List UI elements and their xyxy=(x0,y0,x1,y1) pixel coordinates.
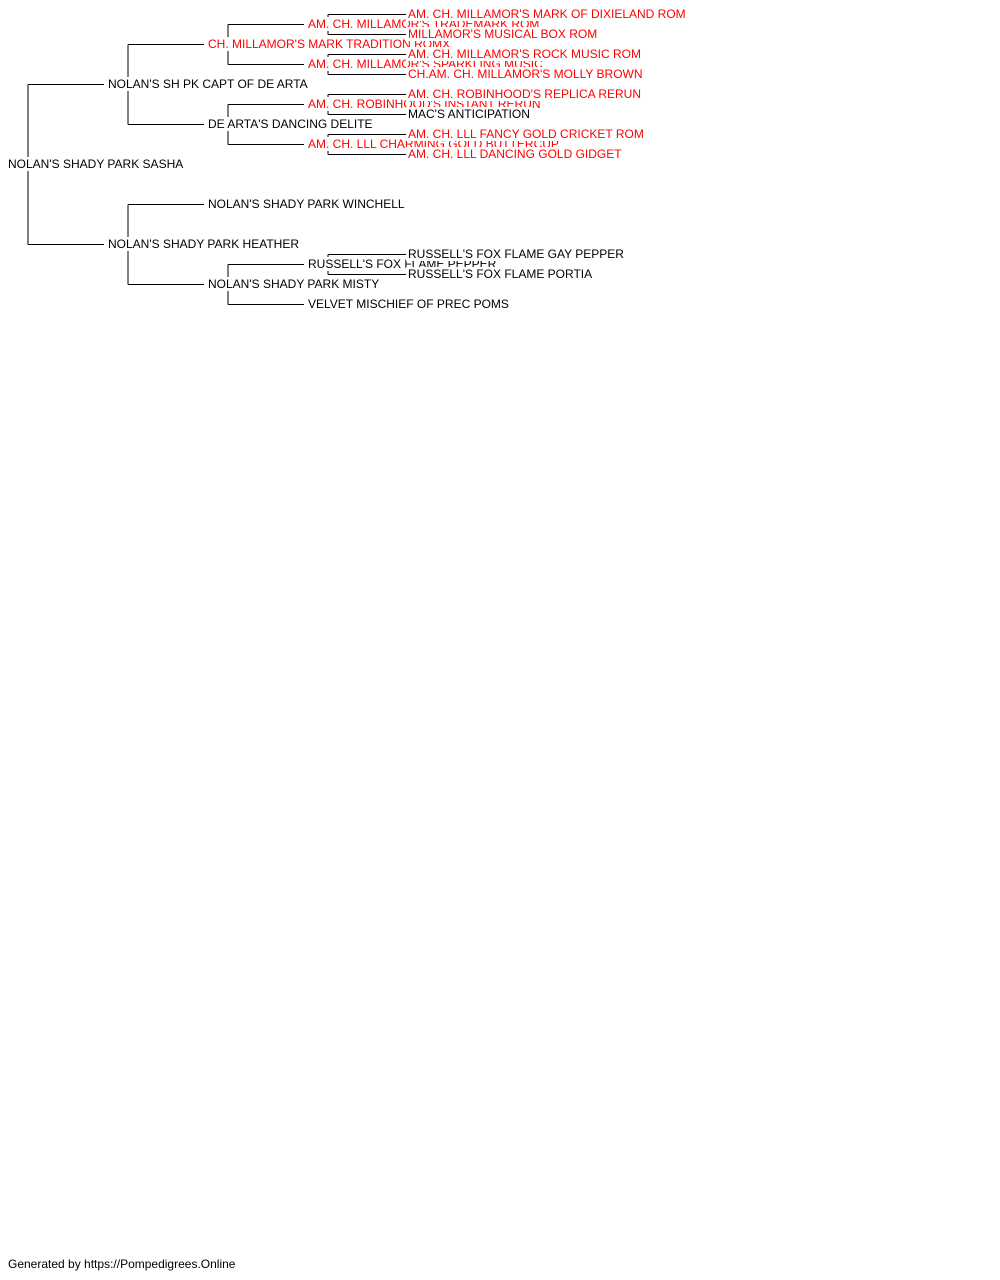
dog-name-gen4-sire-sire-sire-dam: MILLAMOR'S MUSICAL BOX ROM xyxy=(406,27,600,41)
dog-name-gen2-dam-dam: NOLAN'S SHADY PARK MISTY xyxy=(206,277,382,291)
dog-name-gen2-sire-dam: DE ARTA'S DANCING DELITE xyxy=(206,117,375,131)
dog-name-gen2-sire-sire: CH. MILLAMOR'S MARK TRADITION ROMX xyxy=(206,37,453,51)
dog-name-gen4-sire-dam-dam-sire: AM. CH. LLL FANCY GOLD CRICKET ROM xyxy=(406,127,646,141)
dog-name-gen4-dam-dam-sire-dam: RUSSELL'S FOX FLAME PORTIA xyxy=(406,267,595,281)
dog-name-gen4-sire-dam-sire-dam: MAC'S ANTICIPATION xyxy=(406,107,532,121)
dog-name-gen4-sire-sire-sire-sire: AM. CH. MILLAMOR'S MARK OF DIXIELAND ROM xyxy=(406,7,688,21)
generator-credit: Generated by https://Pompedigrees.Online xyxy=(8,1257,236,1271)
dog-name-gen1-sire: NOLAN'S SH PK CAPT OF DE ARTA xyxy=(106,77,310,91)
dog-name-gen3-dam-dam-dam: VELVET MISCHIEF OF PREC POMS xyxy=(306,297,511,311)
dog-name-gen0: NOLAN'S SHADY PARK SASHA xyxy=(6,157,186,171)
dog-name-gen4-dam-dam-sire-sire: RUSSELL'S FOX FLAME GAY PEPPER xyxy=(406,247,626,261)
dog-name-gen1-dam: NOLAN'S SHADY PARK HEATHER xyxy=(106,237,302,251)
dog-name-gen4-sire-dam-sire-sire: AM. CH. ROBINHOOD'S REPLICA RERUN xyxy=(406,87,643,101)
dog-name-gen2-dam-sire: NOLAN'S SHADY PARK WINCHELL xyxy=(206,197,407,211)
dog-name-gen4-sire-sire-dam-sire: AM. CH. MILLAMOR'S ROCK MUSIC ROM xyxy=(406,47,643,61)
dog-name-gen4-sire-sire-dam-dam: CH.AM. CH. MILLAMOR'S MOLLY BROWN xyxy=(406,67,645,81)
dog-name-gen4-sire-dam-dam-dam: AM. CH. LLL DANCING GOLD GIDGET xyxy=(406,147,624,161)
